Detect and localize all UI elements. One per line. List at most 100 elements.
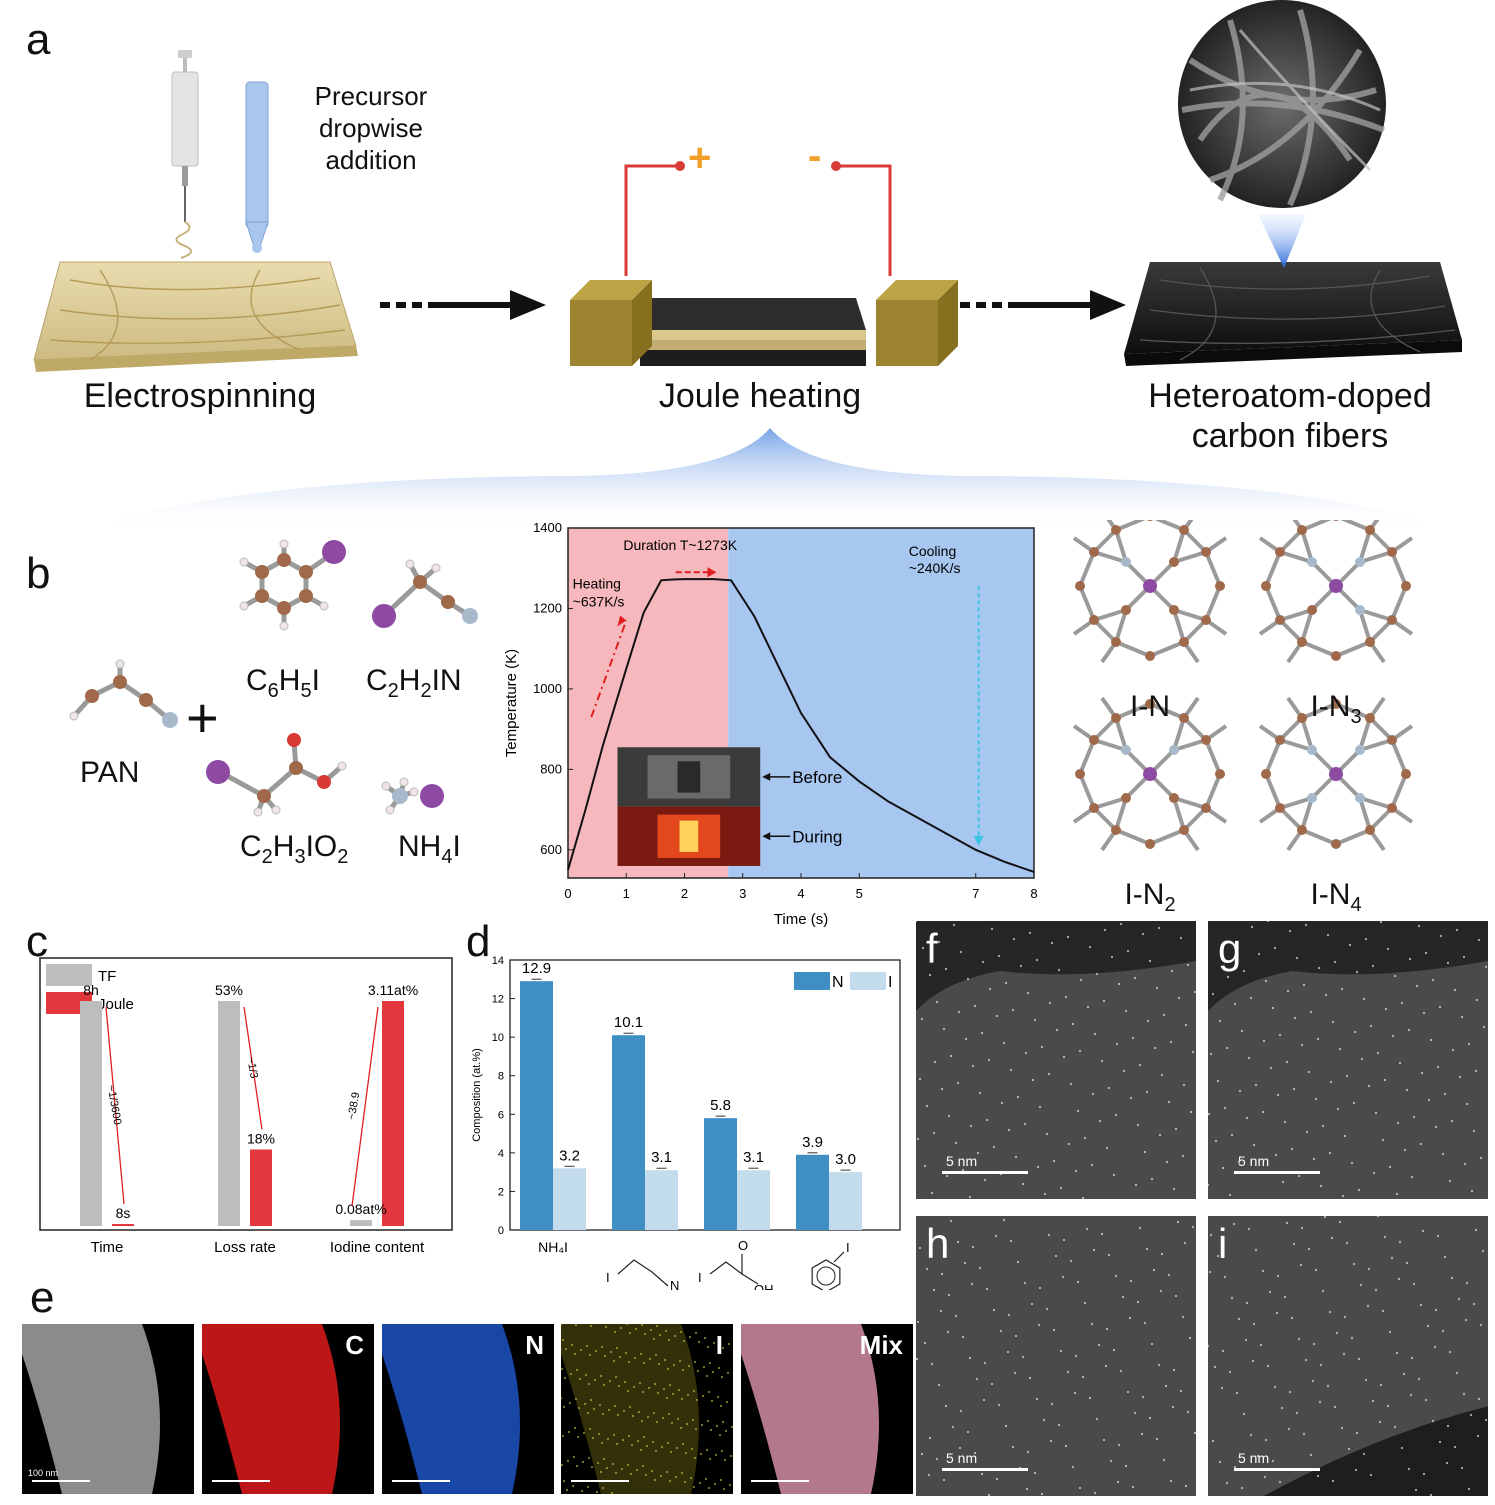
process-arrow-1 (380, 290, 546, 320)
y-tick-label: 600 (540, 842, 562, 857)
struct-label-i-n4: I-N4 (1310, 878, 1362, 916)
ratio-label: ~1/3600 (105, 1084, 124, 1126)
legend-label: Joule (98, 996, 134, 1013)
bar-value-label: 3.1 (651, 1149, 672, 1166)
y-axis-label: Temperature (K) (503, 649, 520, 757)
panel-a-schematic (33, 0, 1462, 530)
bar-value-label: 3.1 (743, 1149, 764, 1166)
bar-joule (382, 1001, 404, 1226)
bar-tf (218, 1001, 240, 1226)
fiber-mat-yellow (33, 261, 358, 372)
coordination-structures (1072, 520, 1414, 852)
sem-inset-circle (1178, 0, 1386, 208)
eds-fiber (202, 1324, 340, 1494)
scale-bar (942, 1171, 1028, 1174)
structure-model (1258, 520, 1414, 664)
structure-model (1072, 696, 1228, 852)
panel-a-label: a (26, 15, 51, 64)
x-tick-label: 7 (972, 886, 979, 901)
label-before: Before (792, 768, 842, 787)
mol-pan-label: PAN (80, 756, 140, 789)
bar-i (645, 1170, 678, 1230)
stem-panel-label: h (926, 1220, 950, 1267)
y-tick-label: 10 (492, 1032, 504, 1044)
bar-joule (112, 1224, 134, 1226)
bar-joule (250, 1149, 272, 1226)
cooling-annotation: Cooling (909, 543, 956, 559)
stem-image-h: h 5 nm (916, 1216, 1196, 1496)
panel-e-label: e (30, 1273, 55, 1322)
plot-frame (39, 957, 453, 1231)
cooling-annotation: ~240K/s (909, 560, 961, 576)
x-tick-label: 5 (856, 886, 863, 901)
y-tick-label: 14 (492, 955, 504, 967)
eds-element-label: Mix (859, 1330, 903, 1360)
ratio-arrow (243, 1006, 263, 1130)
fiber-mat-black (1124, 262, 1462, 366)
eds-map-tile: Mix (741, 1324, 913, 1494)
ratio-arrow (105, 1006, 125, 1205)
heating-arrowhead (617, 615, 627, 627)
struct-label-i-n2: I-N2 (1124, 878, 1176, 916)
x-category-label: Loss rate (214, 1239, 276, 1256)
y-tick-label: 12 (492, 994, 504, 1006)
duration-arrowhead (707, 567, 717, 578)
bar-value-label: 10.1 (614, 1014, 643, 1031)
y-tick-label: 1200 (533, 600, 562, 615)
eds-map-tile: N (382, 1324, 554, 1494)
eds-element-label: I (715, 1330, 723, 1360)
bar-value-label: 3.0 (835, 1151, 856, 1168)
cooling-region (728, 528, 1034, 878)
heating-annotation: Heating (573, 575, 621, 591)
syringe-icon (171, 50, 199, 259)
bar-n (796, 1154, 829, 1230)
x-tick-label: 2 (681, 886, 688, 901)
struct-label-i-n: I-N (1130, 690, 1170, 723)
scale-bar (392, 1480, 450, 1482)
negative-terminal: - (808, 134, 822, 178)
y-tick-label: 2 (498, 1186, 504, 1198)
scale-bar-label: 5 nm (946, 1153, 978, 1169)
panel-c-label: c (26, 917, 48, 966)
dropper-icon (245, 81, 269, 292)
scale-bar (212, 1480, 270, 1482)
zoom-beam (1258, 214, 1306, 268)
temperature-line (567, 578, 1035, 873)
svg-text:I: I (606, 1270, 610, 1285)
eds-map-tile: C (202, 1324, 374, 1494)
stage-joule-heating: Joule heating (658, 377, 862, 415)
bar-i (737, 1170, 770, 1230)
scale-bar-label: 5 nm (946, 1450, 978, 1466)
bar-i (553, 1168, 586, 1230)
mol-c2h3io2-label: C2H3IO2 (240, 830, 349, 868)
scale-bar (1234, 1171, 1320, 1174)
y-tick-label: 0 (498, 1225, 504, 1237)
y-tick-label: 4 (498, 1148, 504, 1160)
scale-bar (571, 1480, 629, 1482)
process-arrow-2 (960, 290, 1126, 320)
scale-bar-label: 5 nm (1238, 1450, 1270, 1466)
struct-iodobenzene: I (811, 1240, 850, 1290)
scale-bar (32, 1480, 90, 1482)
eds-fiber (561, 1324, 733, 1494)
x-tick-label: 1 (623, 886, 630, 901)
bar-value-label: 8s (116, 1205, 131, 1221)
bar-n (704, 1118, 737, 1230)
scale-bar-label: 5 nm (1238, 1153, 1270, 1169)
bar-n (520, 981, 553, 1230)
structure-model (1258, 696, 1414, 852)
eds-map-tile: 100 nm (22, 1324, 194, 1494)
legend-label: N (832, 974, 844, 991)
ratio-arrow (351, 1006, 379, 1207)
svg-text:I: I (846, 1240, 850, 1255)
y-tick-label: 6 (498, 1109, 504, 1121)
bar-value-label: 0.08at% (335, 1201, 386, 1217)
legend-swatch-n (794, 972, 830, 990)
